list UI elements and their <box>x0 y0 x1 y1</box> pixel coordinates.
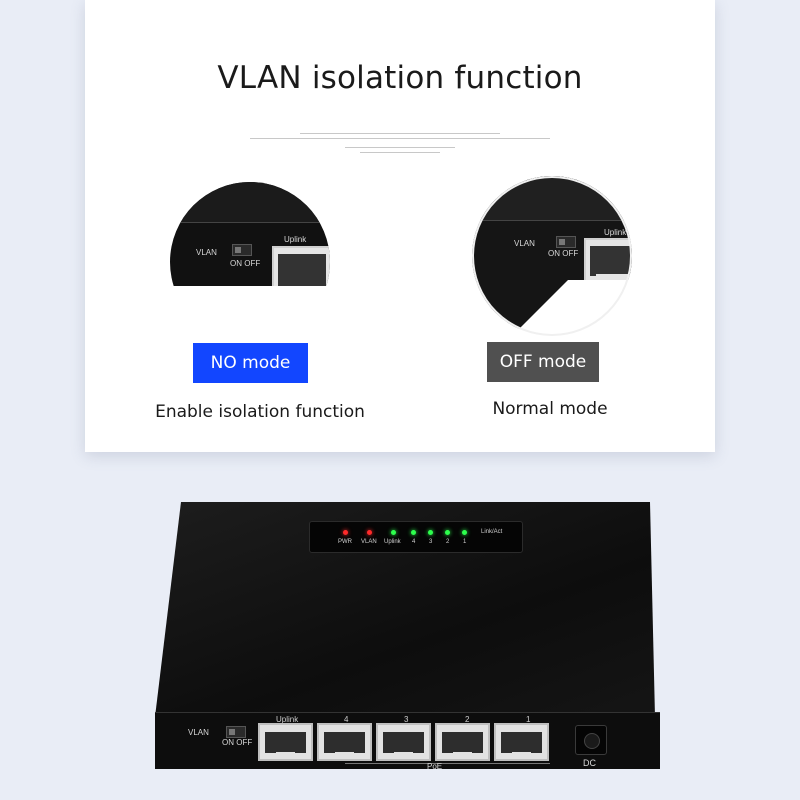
led-port-2 <box>445 530 450 535</box>
fine-print-line <box>85 128 715 139</box>
poe-label: PoE <box>427 762 443 771</box>
zoom-onoff-label: ON OFF <box>230 259 261 268</box>
dc-label: DC <box>583 758 596 768</box>
led-label: VLAN <box>361 539 377 545</box>
port-label: 1 <box>526 715 531 724</box>
off-mode-caption: Normal mode <box>492 399 608 419</box>
front-vlan-switch[interactable] <box>226 726 246 738</box>
led-label: 3 <box>429 539 433 545</box>
led-port-1 <box>462 530 467 535</box>
zoom-ring <box>472 176 632 336</box>
port-label: 3 <box>404 715 409 724</box>
zoom-detail-on: VLAN ON OFF Uplink <box>170 182 330 286</box>
port-label: Uplink <box>276 715 299 724</box>
led-label: 4 <box>412 539 416 545</box>
port-label: 4 <box>344 715 349 724</box>
led-vlan <box>367 530 372 535</box>
front-onoff-label: ON OFF <box>222 738 253 747</box>
led-label: 1 <box>463 539 467 545</box>
fine-print-line <box>85 142 715 153</box>
led-pwr <box>343 530 348 535</box>
ethernet-port-icon <box>272 246 330 286</box>
off-mode-button[interactable]: OFF mode <box>487 342 599 382</box>
link-act-label: Link/Act <box>481 529 503 535</box>
led-label: 2 <box>446 539 450 545</box>
no-mode-caption: Enable isolation function <box>155 402 365 422</box>
led-panel: PWR VLAN Uplink 4 3 2 1 Link/Act <box>309 521 523 553</box>
ethernet-port-2[interactable] <box>435 723 490 761</box>
led-uplink <box>391 530 396 535</box>
led-label: PWR <box>338 539 352 545</box>
port-label: 2 <box>465 715 470 724</box>
ethernet-port-uplink[interactable] <box>258 723 313 761</box>
dc-power-jack[interactable] <box>575 725 607 755</box>
led-port-3 <box>428 530 433 535</box>
ethernet-port-1[interactable] <box>494 723 549 761</box>
zoom-vlan-label: VLAN <box>196 248 217 257</box>
ethernet-port-3[interactable] <box>376 723 431 761</box>
page-title: VLAN isolation function <box>217 60 583 96</box>
vlan-switch <box>232 244 252 256</box>
led-port-4 <box>411 530 416 535</box>
front-vlan-label: VLAN <box>188 728 209 737</box>
zoom-uplink-label: Uplink <box>284 235 307 244</box>
no-mode-button[interactable]: NO mode <box>193 343 308 383</box>
poe-bracket <box>345 763 550 764</box>
ethernet-port-4[interactable] <box>317 723 372 761</box>
led-label: Uplink <box>384 539 401 545</box>
fine-print-line <box>85 137 715 148</box>
fine-print-line <box>85 123 715 134</box>
